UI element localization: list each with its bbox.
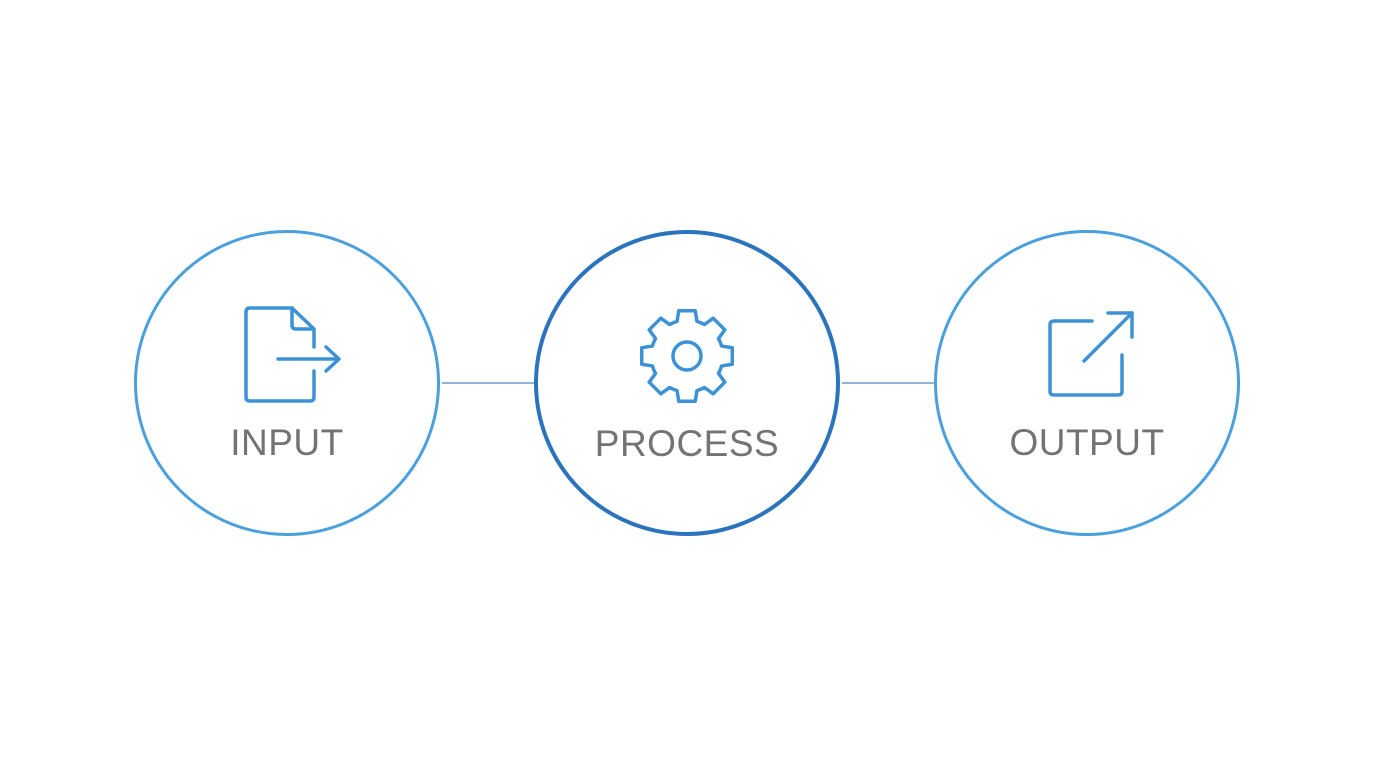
node-input: INPUT — [134, 230, 440, 536]
node-process: PROCESS — [534, 230, 840, 536]
external-link-icon — [1032, 305, 1142, 405]
node-output: OUTPUT — [934, 230, 1240, 536]
node-label-process: PROCESS — [594, 423, 780, 464]
gear-icon — [632, 306, 742, 406]
node-label-output: OUTPUT — [1009, 422, 1165, 463]
gear-hub — [671, 340, 703, 372]
node-label-input: INPUT — [230, 422, 344, 463]
gear-outline — [639, 308, 735, 404]
connector-input-process — [442, 382, 534, 384]
connector-process-output — [842, 382, 934, 384]
file-arrow-right-icon — [232, 305, 342, 405]
